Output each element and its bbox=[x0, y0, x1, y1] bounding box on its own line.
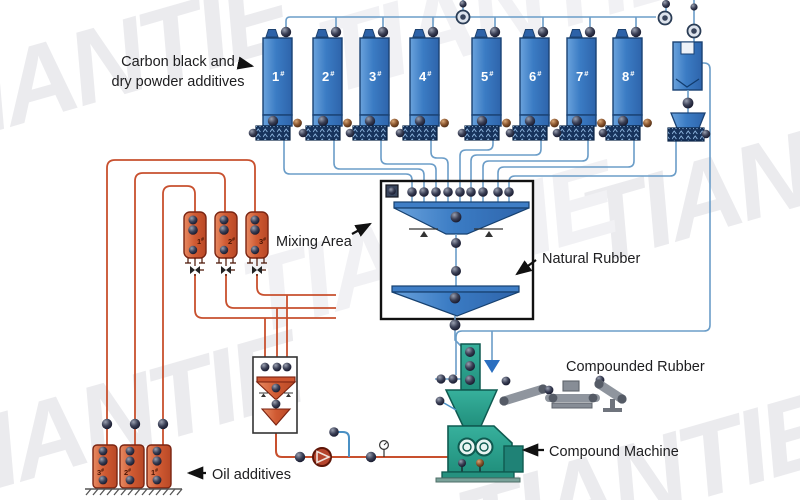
oil-pump-line bbox=[294, 427, 390, 467]
label-natural-rubber: Natural Rubber bbox=[542, 251, 640, 267]
oil-line-valve bbox=[101, 418, 113, 430]
carbon-black-arrow bbox=[236, 56, 255, 70]
fan-valve bbox=[690, 3, 698, 11]
storage-tank-3-label: 3# bbox=[97, 468, 104, 477]
mixing-inlet-valves bbox=[385, 181, 514, 202]
label-carbon-black-line1: Carbon black and bbox=[121, 54, 235, 70]
conveyor-stand bbox=[610, 399, 615, 409]
load-cell-icon bbox=[485, 231, 493, 237]
fan-icon bbox=[455, 9, 471, 25]
machine-inlet-valve bbox=[436, 374, 446, 384]
oil-line-valve bbox=[157, 418, 169, 430]
storage-tank-2: 2# bbox=[119, 444, 145, 489]
fan-valve bbox=[662, 0, 670, 8]
silo-4-label: 4# bbox=[419, 69, 432, 84]
storage-tank-2-label: 2# bbox=[124, 468, 131, 477]
powder-feed-routes bbox=[283, 140, 677, 202]
silo-3-label: 3# bbox=[369, 69, 382, 84]
fan-valve bbox=[459, 0, 467, 8]
pressure-gauge bbox=[379, 440, 390, 457]
label-oil-additives: Oil additives bbox=[212, 467, 291, 483]
silo-2-label: 2# bbox=[322, 69, 335, 84]
label-compounded-rubber: Compounded Rubber bbox=[566, 359, 705, 375]
label-carbon-black-line2: dry powder additives bbox=[112, 74, 245, 90]
feed-funnel-icon bbox=[484, 360, 500, 373]
storage-tank-1-label: 1# bbox=[151, 468, 158, 477]
ground-hatch bbox=[85, 488, 183, 496]
weigh-tank-1-label: 1# bbox=[197, 237, 204, 246]
weigh-tank-2-label: 2# bbox=[228, 237, 235, 246]
storage-tank-3: 3# bbox=[92, 444, 118, 489]
mixing-area-box bbox=[379, 179, 535, 347]
oil-storage-tanks: 3# 2# 1# bbox=[85, 444, 183, 496]
weigh-tank-3: 3# bbox=[245, 211, 269, 276]
storage-tank-1: 1# bbox=[146, 444, 172, 489]
oil-line-valve bbox=[129, 418, 141, 430]
machine-inlet-valve bbox=[448, 374, 458, 384]
carbon-black-silos: 1# 2# 3# 4# 5# 6# 7# 8# bbox=[247, 26, 653, 141]
mixing-area-arrow bbox=[351, 222, 372, 237]
weigh-tank-3-label: 3# bbox=[259, 237, 266, 246]
pump-inlet-valve bbox=[294, 451, 306, 463]
fan-icon bbox=[686, 23, 702, 39]
conveyor-belt bbox=[499, 384, 548, 406]
natural-rubber-arrow bbox=[515, 259, 537, 276]
silo-8-label: 8# bbox=[622, 69, 635, 84]
load-cell-icon bbox=[420, 231, 428, 237]
weighing-funnel bbox=[393, 201, 530, 237]
label-compound-machine: Compound Machine bbox=[549, 444, 679, 460]
mixing-box-border bbox=[379, 179, 535, 321]
silo-1-label: 1# bbox=[272, 69, 285, 84]
cooling-unit bbox=[562, 380, 580, 392]
dust-collector-fans bbox=[455, 0, 702, 39]
bypass-valve bbox=[329, 427, 339, 437]
label-mixing-area: Mixing Area bbox=[276, 234, 353, 250]
pump-outlet-valve bbox=[365, 451, 377, 463]
callouts: Carbon black and dry powder additives Mi… bbox=[112, 54, 705, 483]
fan-icon bbox=[657, 10, 673, 26]
silo-6-label: 6# bbox=[529, 69, 542, 84]
oil-pump bbox=[312, 447, 332, 467]
oil-weigh-tanks: 1# 2# 3# bbox=[183, 211, 269, 276]
silo-7-label: 7# bbox=[576, 69, 589, 84]
oil-piping bbox=[106, 159, 448, 458]
weigh-tank-1: 1# bbox=[183, 211, 207, 276]
compound-machine bbox=[435, 343, 524, 483]
batch-off-conveyors bbox=[499, 375, 627, 412]
mixing-funnel bbox=[391, 285, 520, 317]
oil-weighing-station bbox=[252, 356, 298, 434]
bypass-pipe bbox=[337, 431, 350, 457]
silo-5-label: 5# bbox=[481, 69, 494, 84]
weigh-tank-2: 2# bbox=[214, 211, 238, 276]
funnel-valve bbox=[435, 396, 445, 406]
right-weigh-hopper-unit bbox=[667, 41, 711, 142]
